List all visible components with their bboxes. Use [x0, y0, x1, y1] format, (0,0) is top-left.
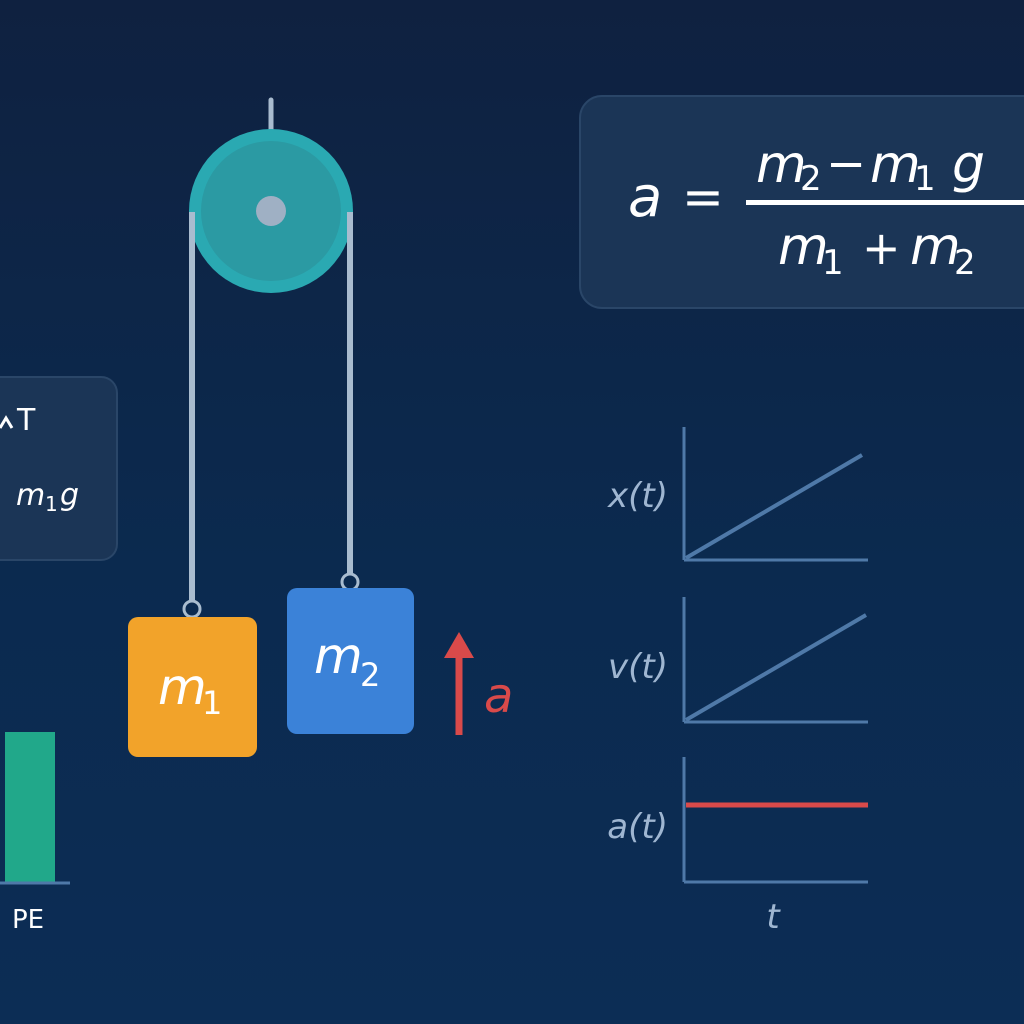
hook-left [182, 599, 202, 619]
fbd-weight-g: g [60, 478, 79, 513]
time-axis-label: t [766, 897, 781, 937]
graph-v-line [684, 613, 868, 722]
pulley-axle [256, 196, 286, 226]
formula-equals: = [682, 168, 724, 226]
formula-den-m1-sub: 1 [822, 243, 844, 283]
formula-num-m1: m [870, 135, 921, 195]
tension-arrow-icon [0, 415, 14, 429]
accel-arrow-head-icon [444, 632, 474, 658]
graph-x-label: x(t) [607, 476, 668, 516]
formula-lhs: a [628, 165, 662, 230]
formula: a = m 2 − m 1 g m 1 + m 2 [628, 135, 1024, 283]
formula-den-plus: + [862, 221, 901, 275]
mass-2-label: m [314, 627, 363, 685]
mass-1-label: m [158, 658, 207, 716]
graph-a: a(t) [607, 757, 868, 884]
formula-num-minus: − [826, 136, 866, 192]
pe-bar [5, 732, 55, 882]
accel-label: a [484, 668, 513, 724]
formula-den-m2-sub: 2 [954, 243, 976, 283]
mass-2-block [287, 588, 414, 734]
graph-v-label: v(t) [608, 647, 668, 687]
formula-den-m2: m [910, 217, 961, 277]
formula-num-m1-sub: 1 [914, 159, 936, 199]
formula-num-m2: m [756, 135, 807, 195]
graph-a-label: a(t) [607, 807, 668, 847]
graph-x: x(t) [607, 427, 868, 562]
formula-num-m2-sub: 2 [800, 159, 822, 199]
fbd-weight-base: m [16, 478, 45, 513]
formula-num-g: g [952, 135, 985, 195]
graph-x-line [684, 453, 864, 560]
mass-2-sub: 2 [360, 656, 380, 694]
hook-right [340, 572, 360, 592]
fbd-tension-label: T [16, 403, 36, 438]
mass-1-sub: 1 [202, 684, 222, 722]
mass-1-block [128, 617, 257, 757]
fraction-bar [746, 200, 1024, 205]
fbd-panel [0, 376, 118, 561]
pe-label: PE [12, 905, 44, 935]
formula-den-m1: m [778, 217, 829, 277]
graph-v: v(t) [608, 597, 868, 724]
fbd-weight-sub: 1 [45, 492, 58, 516]
